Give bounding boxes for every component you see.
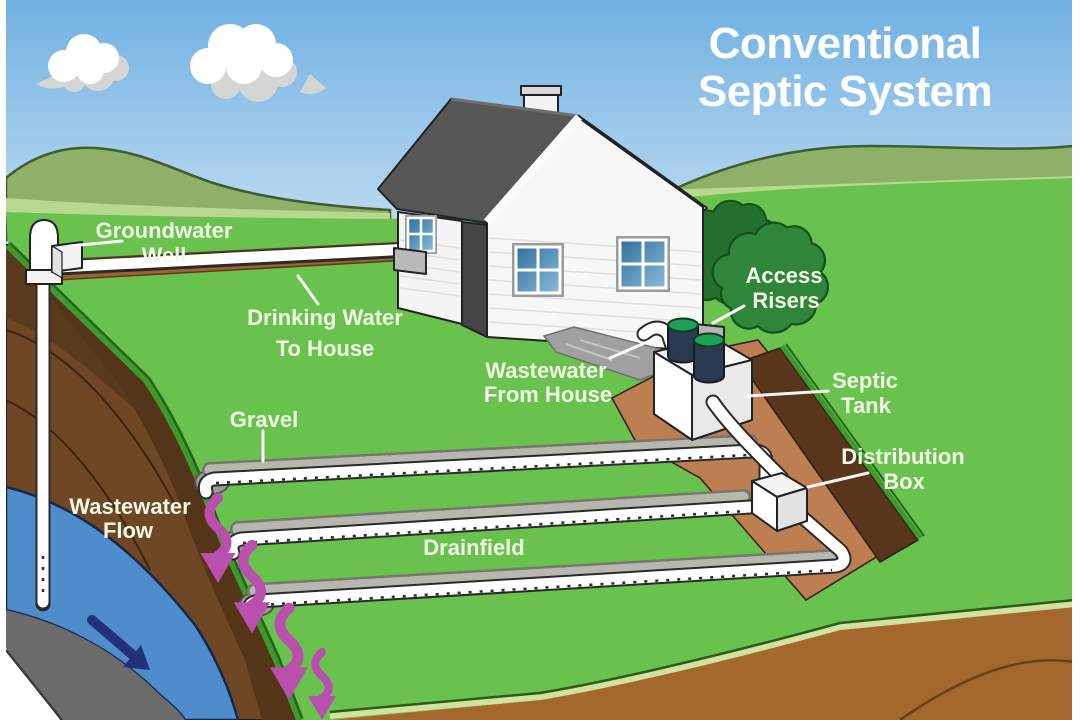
svg-text:Box: Box	[883, 469, 925, 494]
access-riser-front	[693, 332, 725, 384]
label-gravel: Gravel	[230, 407, 299, 432]
path-to-tank	[542, 326, 686, 381]
drainfield-pipe-2	[224, 499, 758, 561]
front-window-left	[512, 243, 564, 297]
label-groundwater-well: Groundwater	[96, 218, 233, 243]
leader-lines	[68, 239, 870, 489]
access-riser-back	[667, 317, 699, 364]
svg-text:Flow: Flow	[103, 518, 154, 543]
cloud-left	[36, 34, 129, 92]
svg-text:To House: To House	[276, 336, 375, 361]
drinking-water-pipe	[50, 241, 418, 281]
label-wastewater-from-house: Wastewater	[485, 358, 607, 383]
labels: Conventional Septic System Groundwater W…	[69, 19, 992, 560]
svg-text:Tank: Tank	[841, 393, 891, 418]
groundwater-flow-arrow	[87, 615, 150, 670]
illustration: Conventional Septic System Groundwater W…	[6, 0, 1072, 720]
front-window-right	[616, 236, 670, 292]
soil-cross-section	[6, 242, 304, 720]
bedrock	[6, 610, 185, 720]
soil-front-face	[329, 598, 1072, 720]
door-recess	[461, 221, 488, 338]
svg-text:Well: Well	[142, 243, 187, 268]
title-line2: Septic System	[698, 67, 992, 116]
label-septic-tank: Septic	[832, 368, 898, 393]
cloud-right	[190, 24, 326, 102]
label-wastewater-flow: Wastewater	[69, 494, 191, 519]
groundwater-well	[25, 219, 83, 612]
label-access-risers: Access	[745, 263, 822, 288]
label-drainfield: Drainfield	[423, 535, 524, 560]
septic-tank	[636, 317, 789, 485]
distribution-box	[751, 472, 808, 532]
svg-text:From House: From House	[484, 382, 612, 407]
label-drinking-water: Drinking Water	[247, 305, 403, 330]
label-distribution-box: Distribution	[841, 444, 964, 469]
porch-stoop	[393, 247, 427, 275]
title-line1: Conventional	[709, 19, 982, 68]
wing-window	[405, 215, 437, 254]
svg-text:Risers: Risers	[752, 288, 819, 313]
